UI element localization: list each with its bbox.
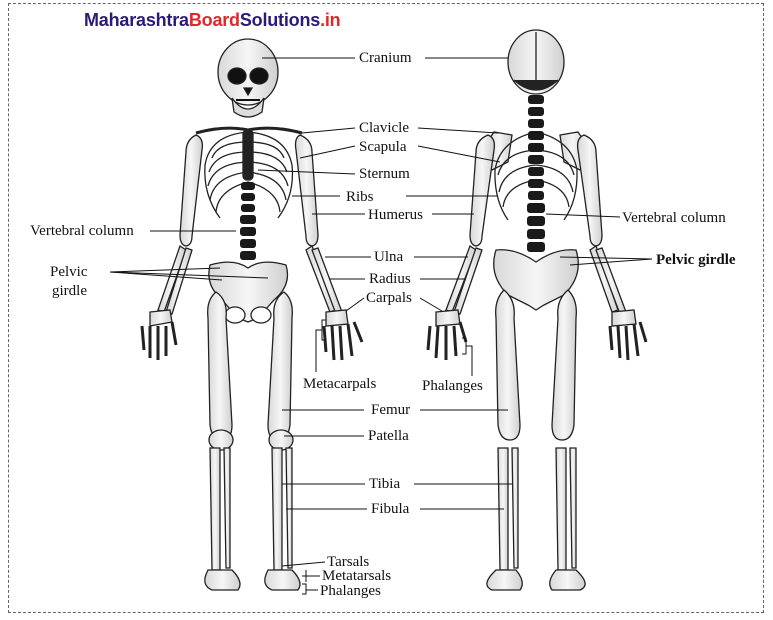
back-skeleton: [426, 29, 648, 591]
label-pelvic-left-1: Pelvic: [50, 264, 88, 280]
label-clavicle: Clavicle: [359, 120, 409, 136]
label-radius: Radius: [369, 271, 411, 287]
dashed-frame: [8, 3, 764, 613]
back-arm-right: [576, 134, 648, 361]
watermark-part-1: Maharashtra: [84, 10, 189, 30]
label-cranium: Cranium: [359, 50, 412, 66]
label-phalanges-hand: Phalanges: [422, 378, 483, 394]
watermark: MaharashtraBoardSolutions.in: [84, 10, 341, 31]
label-femur: Femur: [371, 402, 411, 418]
front-skeleton: [140, 38, 364, 591]
front-leg-right: [264, 291, 301, 591]
label-tibia: Tibia: [369, 476, 401, 492]
watermark-part-4: .in: [320, 10, 341, 30]
back-leg-left: [486, 289, 523, 591]
leader-lines: [109, 57, 653, 595]
front-ribcage: [204, 131, 294, 219]
label-ribs: Ribs: [346, 189, 374, 205]
back-arm-left: [426, 134, 496, 360]
label-sternum: Sternum: [359, 166, 410, 182]
label-pelvic-girdle-right: Pelvic girdle: [656, 252, 736, 268]
watermark-part-2: Board: [188, 10, 240, 30]
label-ulna: Ulna: [374, 249, 404, 265]
back-spine: [527, 95, 545, 252]
front-spine: [240, 182, 256, 260]
label-vertebral-column-left: Vertebral column: [30, 223, 134, 239]
watermark-part-3: Solutions: [239, 10, 321, 30]
back-leg-right: [549, 289, 586, 591]
front-leg-left: [204, 291, 241, 591]
label-pelvic-left-2: girdle: [52, 283, 87, 299]
label-phalanges-foot: Phalanges: [320, 583, 381, 599]
label-carpals: Carpals: [366, 290, 412, 306]
front-skull: [217, 38, 279, 118]
label-metatarsals: Metatarsals: [322, 568, 392, 584]
label-humerus: Humerus: [368, 207, 423, 223]
label-fibula: Fibula: [371, 501, 410, 517]
back-skull: [507, 29, 565, 95]
label-patella: Patella: [368, 428, 409, 444]
label-metacarpals: Metacarpals: [303, 376, 377, 392]
back-pelvis: [493, 249, 579, 311]
label-tarsals: Tarsals: [327, 554, 370, 570]
front-arm-right: [294, 134, 364, 361]
label-scapula: Scapula: [359, 139, 407, 155]
label-vertebral-column-right: Vertebral column: [622, 210, 726, 226]
front-arm-left: [140, 134, 204, 360]
